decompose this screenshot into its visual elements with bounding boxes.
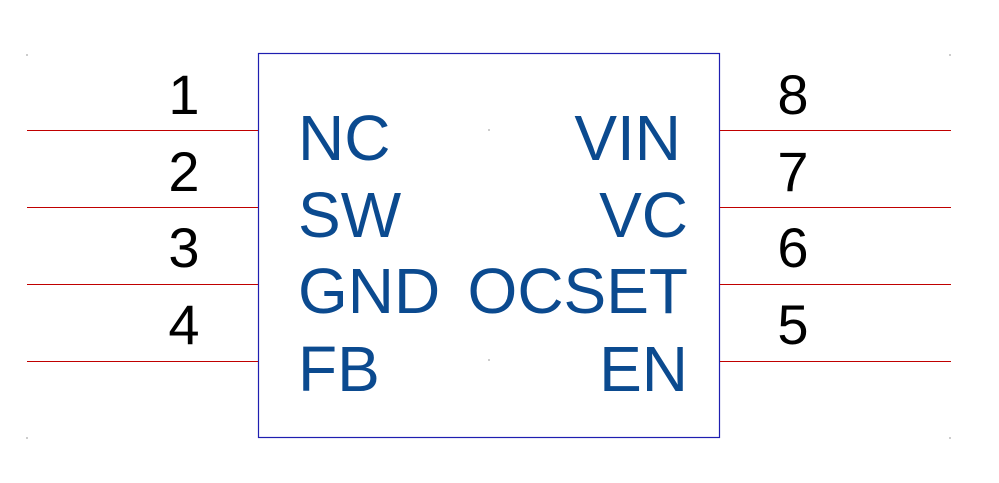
right-pin-numbers: 8 7 6 5 bbox=[777, 63, 808, 356]
pin-number: 7 bbox=[777, 140, 808, 203]
left-pin-leads bbox=[27, 130, 258, 362]
pin-name-label: OCSET bbox=[468, 255, 688, 327]
grid-dot bbox=[949, 54, 951, 56]
right-pin-leads bbox=[720, 130, 951, 362]
right-pin-names: VIN VC OCSET EN bbox=[468, 102, 688, 405]
grid-dot bbox=[26, 437, 28, 439]
pin-name-label: FB bbox=[298, 333, 380, 405]
pin-name-label: SW bbox=[298, 179, 402, 251]
pin-name-label: EN bbox=[599, 333, 688, 405]
pin-number: 5 bbox=[777, 293, 808, 356]
left-pin-numbers: 1 2 3 4 bbox=[168, 63, 199, 356]
left-pin-names: NC SW GND FB bbox=[298, 102, 440, 405]
grid-dots bbox=[26, 54, 951, 439]
grid-dot bbox=[488, 129, 490, 131]
pin-number: 8 bbox=[777, 63, 808, 126]
pin-number: 4 bbox=[168, 293, 199, 356]
pin-number: 1 bbox=[168, 63, 199, 126]
pin-name-label: NC bbox=[298, 102, 390, 174]
pin-number: 3 bbox=[168, 216, 199, 279]
grid-dot bbox=[949, 437, 951, 439]
pin-name-label: VC bbox=[599, 179, 688, 251]
pin-name-label: GND bbox=[298, 255, 440, 327]
pin-number: 6 bbox=[777, 216, 808, 279]
component-body bbox=[257, 52, 721, 439]
grid-dot bbox=[488, 359, 490, 361]
grid-dot bbox=[26, 54, 28, 56]
pin-number: 2 bbox=[168, 140, 199, 203]
pin-name-label: VIN bbox=[574, 102, 681, 174]
